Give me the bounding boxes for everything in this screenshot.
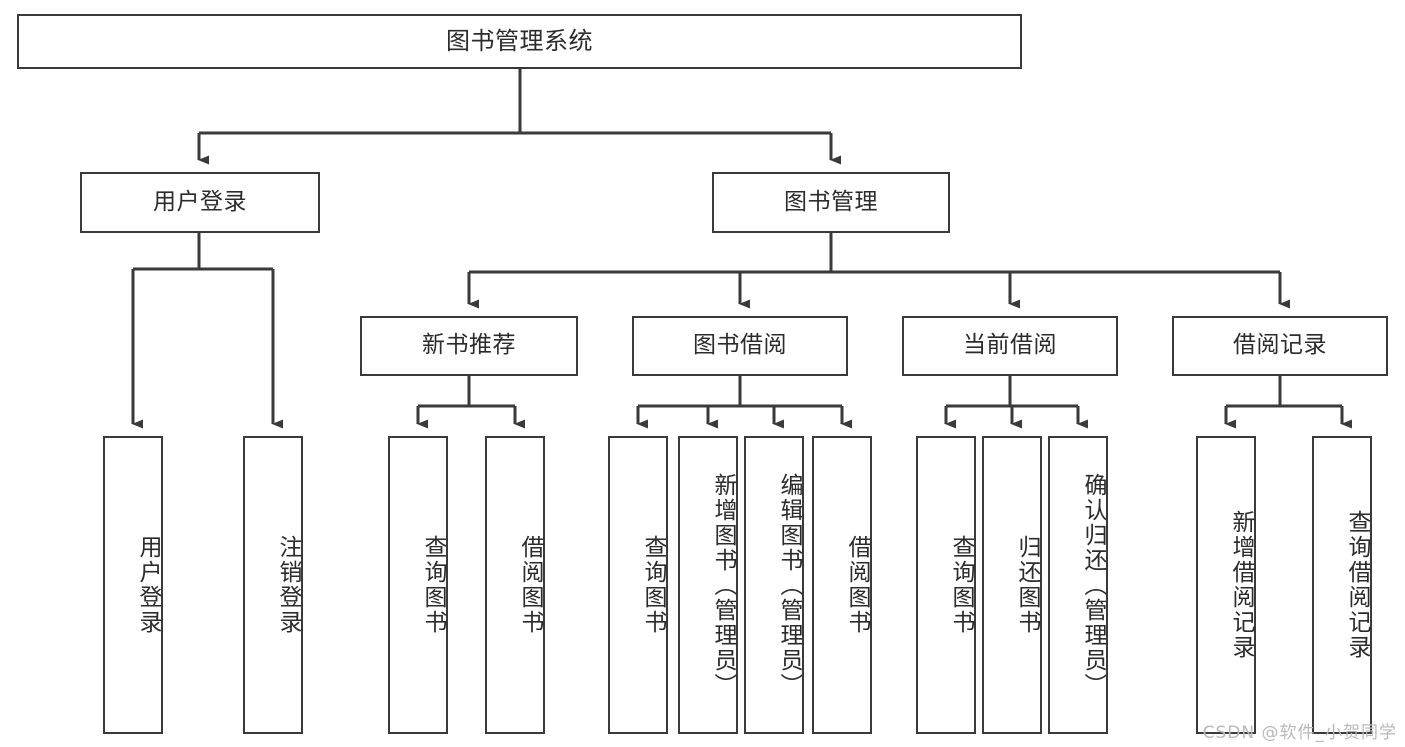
leaf-currentborrow-confirm-return-admin[interactable]: 确认归还（管理员）	[1048, 436, 1108, 734]
node-label: 新书推荐	[422, 332, 516, 359]
leaf-borrowrecord-add-record[interactable]: 新增借阅记录	[1196, 436, 1256, 734]
node-label: 借阅图书	[517, 535, 543, 635]
node-book-management[interactable]: 图书管理	[712, 172, 950, 233]
leaf-bookborrow-add-book-admin[interactable]: 新增图书（管理员）	[678, 436, 738, 734]
node-label: 编辑图书（管理员）	[776, 472, 802, 698]
node-label: 新增借阅记录	[1228, 510, 1254, 660]
node-label: 查询图书	[640, 535, 666, 635]
node-label: 查询图书	[948, 535, 974, 635]
node-book-borrow[interactable]: 图书借阅	[632, 316, 848, 376]
node-current-borrow[interactable]: 当前借阅	[902, 316, 1118, 376]
leaf-user-login[interactable]: 用户登录	[103, 436, 163, 734]
node-label: 新增图书（管理员）	[710, 472, 736, 698]
leaf-logout-login[interactable]: 注销登录	[243, 436, 303, 734]
leaf-newbook-borrow-book[interactable]: 借阅图书	[485, 436, 545, 734]
leaf-bookborrow-edit-book-admin[interactable]: 编辑图书（管理员）	[744, 436, 804, 734]
node-label: 借阅图书	[844, 535, 870, 635]
node-label: 借阅记录	[1233, 332, 1327, 359]
node-label: 用户登录	[135, 535, 161, 635]
node-label: 查询借阅记录	[1344, 510, 1370, 660]
node-label: 查询图书	[420, 535, 446, 635]
node-label: 图书管理系统	[446, 27, 593, 56]
node-user-login[interactable]: 用户登录	[80, 172, 320, 233]
node-label: 用户登录	[153, 188, 247, 215]
leaf-currentborrow-query-book[interactable]: 查询图书	[916, 436, 976, 734]
node-label: 图书管理	[784, 188, 878, 215]
leaf-borrowrecord-query-record[interactable]: 查询借阅记录	[1312, 436, 1372, 734]
node-label: 当前借阅	[963, 332, 1057, 359]
node-label: 图书借阅	[693, 332, 787, 359]
leaf-newbook-query-book[interactable]: 查询图书	[388, 436, 448, 734]
node-label: 确认归还（管理员）	[1080, 472, 1106, 698]
leaf-bookborrow-query-book[interactable]: 查询图书	[608, 436, 668, 734]
leaf-bookborrow-borrow-book[interactable]: 借阅图书	[812, 436, 872, 734]
leaf-currentborrow-return-book[interactable]: 归还图书	[982, 436, 1042, 734]
node-new-book-recommend[interactable]: 新书推荐	[360, 316, 578, 376]
node-label: 注销登录	[275, 535, 301, 635]
node-borrow-record[interactable]: 借阅记录	[1172, 316, 1388, 376]
node-label: 归还图书	[1014, 535, 1040, 635]
node-root-book-management-system[interactable]: 图书管理系统	[17, 14, 1022, 69]
